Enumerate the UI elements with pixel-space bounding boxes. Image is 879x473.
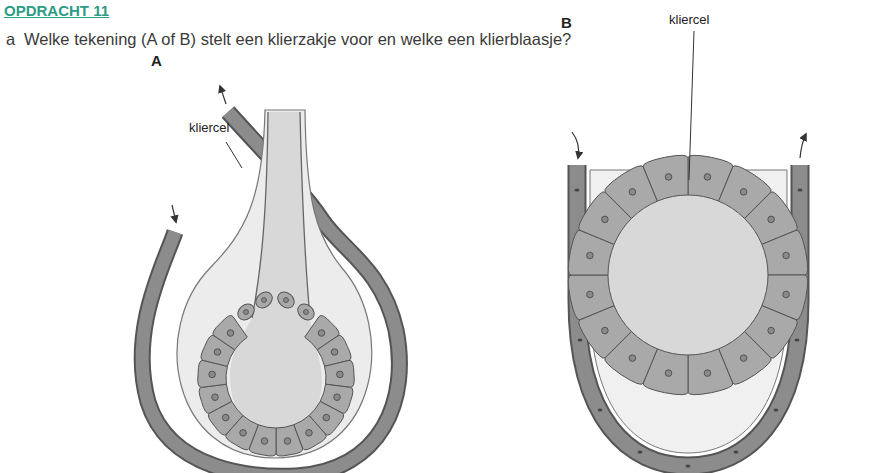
cell-nucleus <box>222 414 229 421</box>
blood-vessel <box>577 165 800 466</box>
cell-nucleus <box>244 310 249 315</box>
duct-wall <box>300 112 310 318</box>
gland-cell <box>325 360 355 387</box>
cell-nucleus <box>261 438 268 445</box>
endothelial-nucleus <box>575 188 580 191</box>
part-label: kliercel <box>669 13 709 28</box>
gland-cell <box>643 155 688 201</box>
flow-arrow <box>220 86 226 104</box>
cell-nucleus <box>240 430 247 437</box>
cell-nucleus <box>665 370 672 377</box>
endothelial-nucleus <box>686 464 691 467</box>
gland-cell <box>568 275 614 320</box>
cell-nucleus <box>337 371 344 378</box>
cell-nucleus <box>304 310 309 315</box>
cell-nucleus <box>331 349 338 356</box>
cell-nucleus <box>602 327 609 334</box>
cell-nucleus <box>783 252 790 259</box>
endothelial-nucleus <box>795 338 800 341</box>
endothelial-nucleus <box>798 188 803 191</box>
gland-cell <box>275 289 298 311</box>
gland-tissue <box>177 110 372 458</box>
exercise-heading: OPDRACHT 11 <box>4 2 109 19</box>
lumen <box>230 112 322 430</box>
cell-nucleus <box>665 174 672 181</box>
cell-nucleus <box>334 394 341 401</box>
cell-nucleus <box>629 189 636 196</box>
blood-vessel <box>142 112 399 473</box>
flow-arrow <box>172 205 176 222</box>
endothelial-nucleus <box>578 338 583 341</box>
blood-vessel <box>142 112 399 473</box>
flow-arrow <box>800 134 806 158</box>
cell-nucleus <box>740 355 747 362</box>
cell-nucleus <box>212 394 219 401</box>
cell-nucleus <box>214 349 221 356</box>
cell-nucleus <box>284 438 291 445</box>
gland-cell <box>235 301 258 323</box>
duct-wall <box>252 112 268 318</box>
cell-nucleus <box>704 370 711 377</box>
cell-nucleus <box>587 252 594 259</box>
gland-cell <box>213 315 247 349</box>
endothelial-nucleus <box>774 408 779 411</box>
question-text: Welke tekening (A of B) stelt een klierz… <box>24 30 571 49</box>
cell-nucleus <box>768 216 775 223</box>
gland-cell <box>253 289 276 311</box>
cell-nucleus <box>783 291 790 298</box>
cell-nucleus <box>318 330 325 337</box>
cell-nucleus <box>587 291 594 298</box>
gland-cell <box>688 349 733 395</box>
drawing-a <box>142 86 399 473</box>
cell-nucleus <box>284 298 289 303</box>
cell-nucleus <box>306 430 313 437</box>
question-letter: a <box>6 30 15 49</box>
blood-vessel <box>577 165 800 466</box>
cell-nucleus <box>602 216 609 223</box>
gland-cell <box>276 425 303 456</box>
lumen <box>608 195 768 355</box>
drawing-b <box>568 31 807 468</box>
drawing-letter: A <box>151 52 162 69</box>
drawing-letter: B <box>561 14 572 31</box>
cell-nucleus <box>209 371 216 378</box>
cell-nucleus <box>768 327 775 334</box>
cell-nucleus <box>227 330 234 337</box>
leader-line <box>689 31 694 180</box>
gland-cell <box>295 301 318 323</box>
cell-nucleus <box>740 189 747 196</box>
cell-nucleus <box>262 298 267 303</box>
endothelial-nucleus <box>734 450 739 453</box>
cell-nucleus <box>704 174 711 181</box>
endothelial-nucleus <box>598 408 603 411</box>
part-label: kliercel <box>189 121 229 136</box>
flow-arrow <box>572 132 579 158</box>
leader-line <box>226 142 242 168</box>
cell-nucleus <box>629 355 636 362</box>
cell-nucleus <box>323 414 330 421</box>
gland-cell <box>199 384 232 413</box>
endothelial-nucleus <box>638 450 643 453</box>
gland-cell <box>762 230 808 275</box>
